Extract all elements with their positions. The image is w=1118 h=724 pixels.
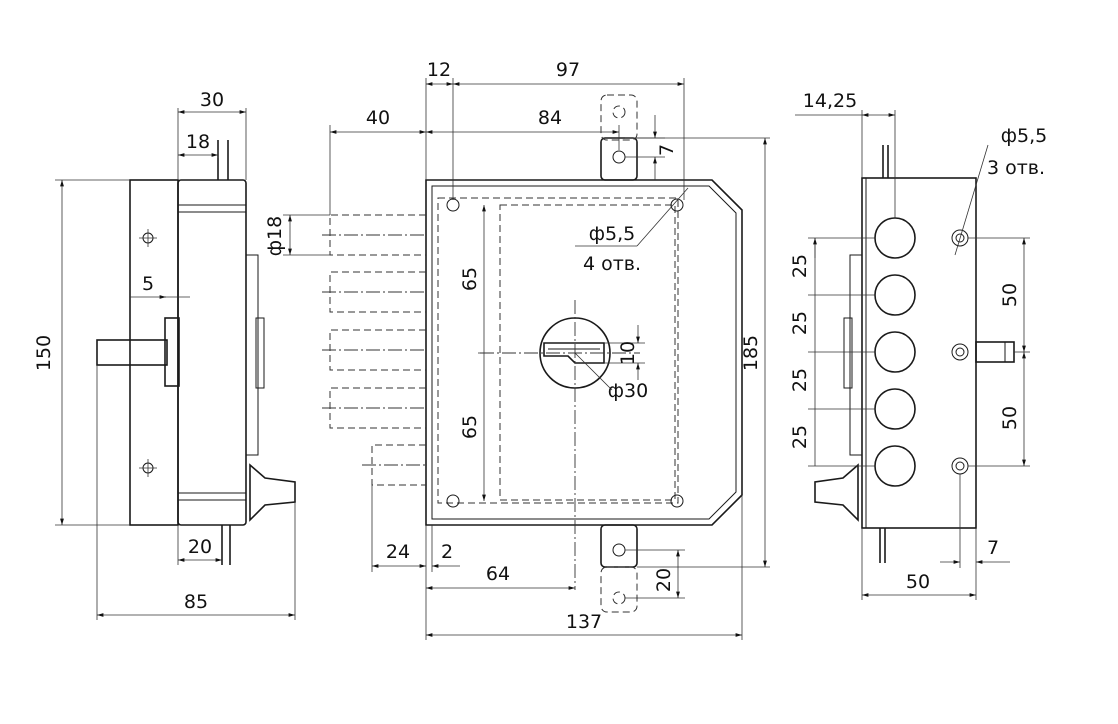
dim-20: 20 — [188, 536, 212, 558]
dim-14-25: 14,25 — [803, 90, 857, 112]
dim-24: 24 — [386, 541, 410, 563]
dim-185: 185 — [740, 335, 762, 371]
dim-84: 84 — [538, 107, 562, 129]
bolt-circles — [874, 217, 916, 487]
dim-85: 85 — [184, 591, 208, 613]
dim-25-a: 25 — [789, 254, 811, 278]
dim-phi55-right: ф5,5 — [1001, 125, 1047, 147]
dim-7-right: 7 — [987, 537, 999, 559]
dim-65-bottom: 65 — [459, 415, 481, 439]
dim-50-b: 50 — [999, 406, 1021, 430]
dim-50-a: 50 — [999, 283, 1021, 307]
dim-150: 150 — [33, 335, 55, 371]
handle — [249, 463, 296, 522]
bolts-hidden — [322, 214, 426, 486]
screw-holes-right — [951, 229, 969, 475]
right-side-view: 14,25 ф5,5 3 отв. 25 25 25 25 50 50 7 50 — [789, 90, 1047, 600]
dim-30: 30 — [200, 89, 224, 111]
dim-97: 97 — [556, 59, 580, 81]
dim-25-c: 25 — [789, 368, 811, 392]
bolt-head — [164, 317, 180, 387]
holes-count-3: 3 отв. — [987, 157, 1045, 179]
bolt-stub — [975, 341, 1015, 363]
dim-10: 10 — [617, 341, 639, 365]
dim-25-d: 25 — [789, 425, 811, 449]
face-plate — [129, 179, 179, 526]
dim-7: 7 — [656, 144, 678, 156]
dim-50-bottom: 50 — [906, 571, 930, 593]
dim-25-b: 25 — [789, 311, 811, 335]
dim-65-top: 65 — [459, 267, 481, 291]
bolt — [96, 339, 168, 366]
dim-5: 5 — [142, 273, 154, 295]
dim-phi18: ф18 — [264, 216, 286, 256]
dim-12: 12 — [427, 59, 451, 81]
dim-20-front: 20 — [653, 568, 675, 592]
dim-18: 18 — [186, 131, 210, 153]
dim-2: 2 — [441, 541, 453, 563]
lock-body-side — [177, 179, 247, 526]
handle-right-view — [814, 463, 859, 522]
dim-137: 137 — [566, 611, 602, 633]
dim-40: 40 — [366, 107, 390, 129]
dim-phi30: ф30 — [608, 380, 648, 402]
front-view: 12 97 40 84 7 ф18 ф5,5 4 отв. 65 65 — [264, 59, 770, 640]
dim-64: 64 — [486, 563, 510, 585]
dim-phi55: ф5,5 — [589, 223, 635, 245]
holes-count-4: 4 отв. — [583, 253, 641, 275]
left-side-view: 30 18 5 150 20 85 — [33, 89, 296, 620]
lock-body-front — [425, 179, 743, 526]
screw-holes — [446, 198, 684, 508]
